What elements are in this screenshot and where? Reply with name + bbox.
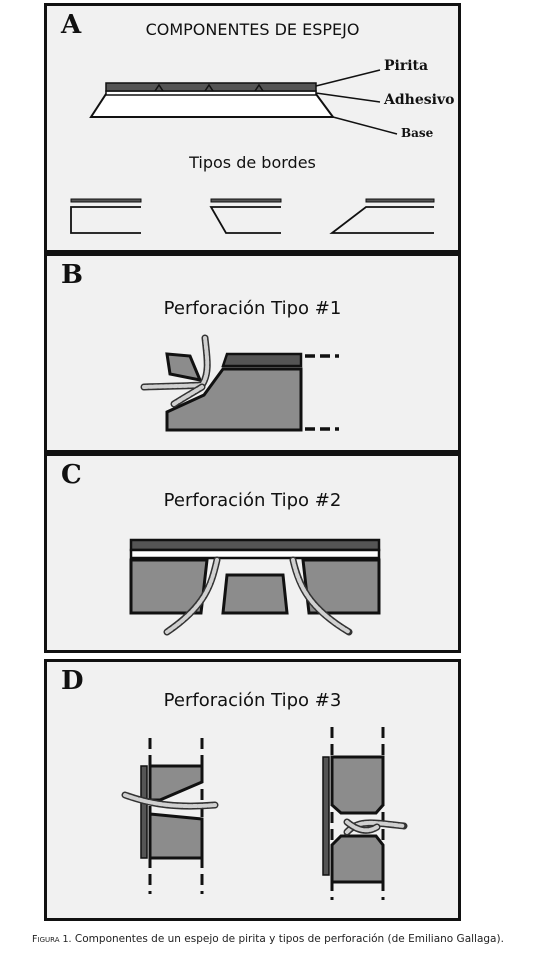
pyrite-strip	[221, 352, 303, 368]
cord-right-inner	[291, 558, 351, 634]
left-cord-inner	[123, 793, 217, 809]
perforation-type-2-diagram	[129, 538, 381, 636]
panel-letter-a: A	[61, 10, 82, 40]
label-pirita: Pirita	[384, 58, 429, 74]
left-base-lower	[148, 812, 204, 860]
broken-fragment	[165, 352, 203, 383]
right-pyrite-strip	[322, 756, 330, 876]
mirror-base	[89, 93, 335, 118]
panel-d: D Perforación Tipo #3	[44, 659, 461, 921]
figure-caption-text: Componentes de un espejo de pirita y tip…	[74, 933, 504, 945]
base-pointer	[332, 116, 398, 135]
cord-lower-inner	[172, 385, 204, 406]
mirror-components-diagram	[70, 69, 435, 234]
base-left	[129, 558, 209, 615]
label-base: Base	[401, 126, 434, 140]
panel-a: A COMPONENTES DE ESPEJO Pirita Adhesivo …	[44, 3, 461, 253]
panel-b-title: Perforación Tipo #1	[163, 298, 342, 319]
cord-left-inner	[165, 558, 219, 634]
center-plug	[221, 573, 289, 615]
edge-types-subtitle: Tipos de bordes	[189, 153, 316, 172]
edge-type-straight	[70, 198, 142, 234]
base-body	[165, 367, 303, 432]
adhesivo-pointer	[315, 92, 381, 103]
perforation-type-1-diagram	[140, 334, 339, 432]
left-base-upper	[148, 764, 204, 802]
right-cord-b-inner	[345, 820, 379, 833]
panel-letter-d: D	[61, 666, 84, 696]
adhesive-bumps	[154, 83, 264, 92]
panel-a-title: COMPONENTES DE ESPEJO	[145, 20, 360, 39]
panel-c: C Perforación Tipo #2	[44, 453, 461, 653]
pirita-pointer	[315, 69, 381, 87]
pyrite-layer	[129, 538, 381, 552]
panel-letter-c: C	[61, 460, 82, 490]
figure-caption-prefix: Figura 1.	[32, 934, 72, 945]
right-base-lower	[330, 834, 385, 884]
panel-c-title: Perforación Tipo #2	[163, 490, 342, 511]
perforation-type-3-diagram	[121, 727, 408, 900]
left-pyrite-strip	[140, 765, 148, 859]
label-adhesivo: Adhesivo	[384, 92, 455, 108]
adhesive-layer	[129, 548, 381, 560]
panel-letter-b: B	[61, 260, 83, 290]
edge-type-long-bevel	[329, 198, 435, 234]
right-cord-inner	[345, 820, 406, 834]
right-base-upper	[330, 755, 385, 815]
figure-caption: Figura 1. Componentes de un espejo de pi…	[0, 933, 536, 945]
panel-b: B Perforación Tipo #1	[44, 253, 461, 453]
panel-d-title: Perforación Tipo #3	[163, 690, 342, 711]
edge-type-short-bevel	[209, 198, 282, 234]
